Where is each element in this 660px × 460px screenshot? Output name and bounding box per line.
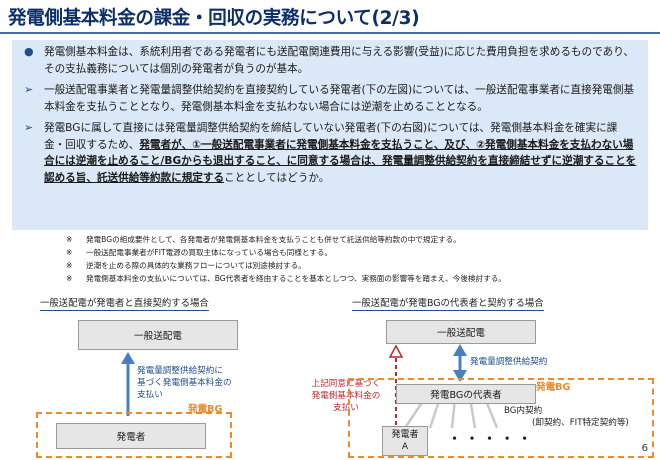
generator-a-box: 発電者 A (382, 426, 428, 456)
right-tso-box: 一般送配電 (386, 320, 536, 344)
right-diagram-caption: 一般送配電が発電BGの代表者と契約する場合 (352, 295, 544, 311)
left-generator-box: 発電者 (56, 423, 206, 449)
left-tso-box: 一般送配電 (78, 320, 238, 350)
left-bg-label: 発電BG (188, 404, 223, 415)
paragraph-bg-proposal: ➢ 発電BGに属して直接には発電量調整供給契約を締結していない発電者(下の右図)… (24, 120, 638, 186)
left-diagram-caption: 一般送配電が発電者と直接契約する場合 (40, 295, 209, 311)
arrow-head-icon (453, 370, 467, 382)
left-bg-dashed-border (36, 412, 232, 458)
paragraph-emphasis: 発電者が、①一般送配電事業者に発電側基本料金を支払うこと、及び、②発電側基本料金… (44, 138, 637, 184)
paragraph-text: 一般送配電事業者と発電量調整供給契約を直接契約している発電者(下の左図)について… (44, 84, 635, 113)
title-underline (0, 32, 660, 34)
footnotes: ※発電BGの組成要件として、各発電者が発電側基本料金を支払うことも併せて託送供給… (66, 233, 646, 285)
left-arrow-label: 発電量調整供給契約に 基づく発電側基本料金の 支払い (137, 366, 232, 400)
right-bg-dashed-border (348, 378, 654, 458)
paragraph-text: 発電側基本料金は、系統利用者である発電者にも送配電関連費用に与える影響(受益)に… (44, 46, 634, 75)
paragraph-text: 発電BGに属して直接には発電量調整供給契約を締結していない発電者(下の右図)につ… (44, 122, 618, 151)
page-number: 6 (641, 443, 648, 454)
right-payment-label: 上記同意に基づく 発電側基本料金の 支払い (311, 379, 381, 413)
arrow-bullet-icon: ➢ (24, 121, 34, 134)
main-summary-box: ● 発電側基本料金は、系統利用者である発電者にも送配電関連費用に与える影響(受益… (12, 40, 648, 230)
footnote: ※発電BGの組成要件として、各発電者が発電側基本料金を支払うことも併せて託送供給… (66, 235, 461, 244)
right-arrow-label: 発電量調整供給契約 (470, 357, 548, 367)
bullet-icon: ● (24, 45, 34, 58)
right-bg-label: 発電BG (536, 382, 571, 393)
paragraph-text: こととしてはどうか。 (224, 171, 330, 184)
page-title: 発電側基本料金の課金・回収の実務について(2/3) (8, 8, 420, 29)
paragraph-basic-principle: ● 発電側基本料金は、系統利用者である発電者にも送配電関連費用に与える影響(受益… (24, 44, 638, 77)
more-generators-dots: ・ ・ ・ ・ ・ (448, 432, 532, 447)
paragraph-direct-contract: ➢ 一般送配電事業者と発電量調整供給契約を直接契約している発電者(下の左図)につ… (24, 82, 638, 115)
footnote: ※発電側基本料金の支払いについては、BG代表者を経由することを基本としつつ、実務… (66, 274, 506, 283)
bg-representative-box: 発電BGの代表者 (396, 384, 536, 404)
arrow-head-icon (453, 344, 467, 356)
footnote: ※一般送配電事業者がFIT電源の買取主体になっている場合も同様とする。 (66, 248, 333, 257)
bg-contract-label: BG内契約 (卸契約、FIT特定契約等) (504, 406, 629, 428)
footnote: ※逆潮を止める際の具体的な業務フローについては別途検討する。 (66, 261, 306, 270)
arrow-head-icon (388, 344, 404, 358)
arrow-bullet-icon: ➢ (24, 83, 34, 96)
arrow-head-icon (121, 352, 135, 364)
